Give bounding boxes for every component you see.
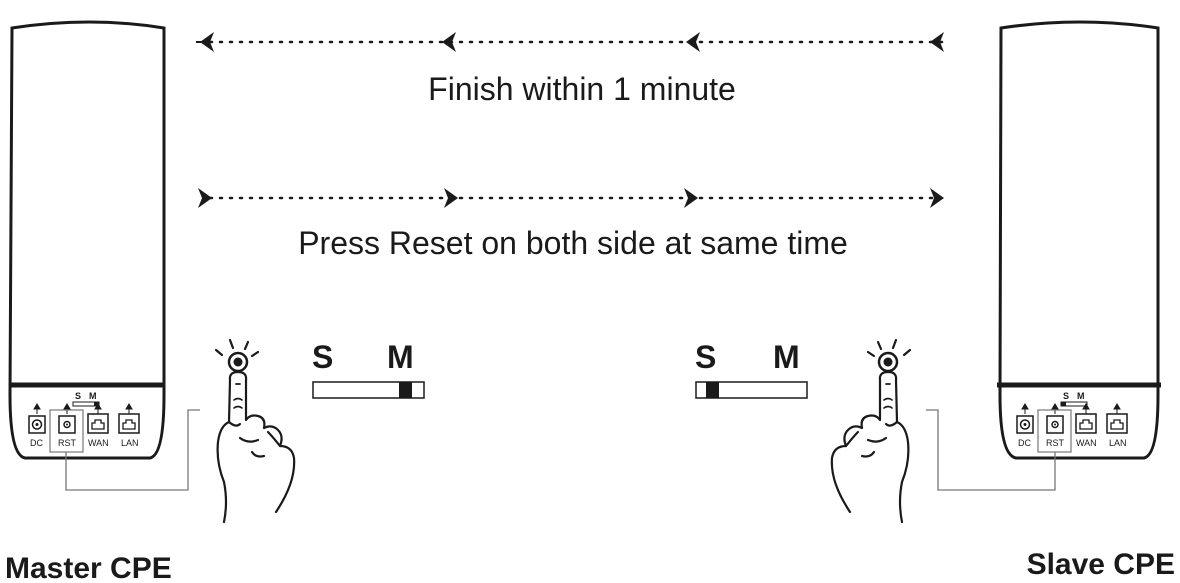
slave-mini-switch-s: S: [1063, 391, 1069, 401]
master-mode-switch: S M: [312, 339, 425, 399]
slave-switch-m-label: M: [773, 339, 800, 375]
master-wan-port[interactable]: [87, 413, 109, 434]
left-arrowhead-icon: [930, 32, 944, 52]
left-arrowhead-icon: [442, 32, 456, 52]
caption-press-reset: Press Reset on both side at same time: [298, 225, 848, 261]
master-switch-knob[interactable]: [399, 382, 412, 398]
slave-lan-port[interactable]: [1106, 413, 1128, 434]
arrow-slave-to-master: [196, 32, 946, 52]
slave-rst-leader-line: [926, 409, 1056, 491]
right-arrowhead-icon: [684, 188, 698, 208]
master-hand-icon: [214, 338, 296, 524]
left-arrowhead-icon: [686, 32, 700, 52]
right-arrowhead-icon: [444, 188, 458, 208]
arrow-master-to-slave: [198, 188, 944, 208]
master-switch-m-label: M: [387, 339, 414, 375]
slave-lan-label: LAN: [1109, 438, 1127, 448]
master-switch-track[interactable]: [312, 381, 425, 399]
slave-rst-label: RST: [1046, 438, 1065, 448]
slave-dc-port[interactable]: [1016, 415, 1034, 434]
slave-mini-switch-knob: [1061, 402, 1066, 406]
slave-port-arrows: [1021, 403, 1121, 414]
master-dc-label: DC: [30, 438, 43, 448]
master-dc-port[interactable]: [28, 415, 46, 434]
master-rst-button[interactable]: [58, 415, 76, 434]
master-cpe: S M DC RST WAN: [8, 20, 200, 491]
master-wan-label: WAN: [88, 438, 109, 448]
slave-dc-label: DC: [1018, 438, 1031, 448]
master-cpe-body: [8, 20, 166, 460]
master-mini-switch-m: M: [89, 391, 97, 401]
slave-rst-button[interactable]: [1046, 415, 1064, 434]
master-lan-label: LAN: [121, 438, 139, 448]
master-switch-s-label: S: [312, 339, 333, 375]
left-arrowhead-icon: [200, 32, 214, 52]
slave-switch-track[interactable]: [695, 381, 808, 399]
master-lan-port[interactable]: [118, 413, 140, 434]
slave-switch-knob[interactable]: [706, 382, 719, 398]
master-mini-switch-s: S: [75, 391, 81, 401]
master-mini-switch-knob: [94, 402, 99, 406]
slave-wan-port[interactable]: [1075, 413, 1097, 434]
caption-finish-time: Finish within 1 minute: [428, 71, 736, 107]
slave-mode-switch: S M: [695, 339, 808, 399]
slave-cpe-label: Slave CPE: [1027, 548, 1175, 581]
slave-wan-label: WAN: [1076, 438, 1097, 448]
master-port-arrows: [33, 403, 133, 414]
master-rst-label: RST: [58, 438, 77, 448]
slave-switch-s-label: S: [695, 339, 716, 375]
right-arrowhead-icon: [930, 188, 944, 208]
master-cpe-label: Master CPE: [5, 552, 172, 583]
master-rst-leader-line: [65, 409, 200, 491]
slave-mini-switch-m: M: [1077, 391, 1085, 401]
slave-hand-icon: [830, 338, 912, 524]
right-arrowhead-icon: [198, 188, 212, 208]
slave-cpe-body: [998, 20, 1160, 460]
slave-cpe: S M DC RST WAN: [926, 20, 1161, 491]
